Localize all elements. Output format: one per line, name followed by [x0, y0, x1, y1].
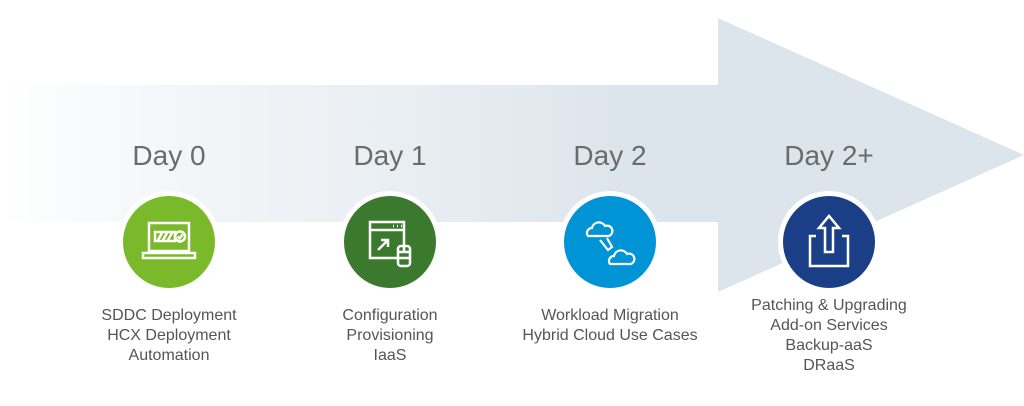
stage-day-1: Day 1 Configuration Provisioning IaaS — [270, 140, 510, 366]
cloud-migration-icon — [564, 196, 656, 288]
detail-line: Workload Migration — [541, 307, 679, 324]
window-database-icon — [344, 196, 436, 288]
stage-details: SDDC Deployment HCX Deployment Automatio… — [49, 306, 289, 366]
stage-day-2: Day 2 Workload Migration Hybrid Cloud Us… — [490, 140, 730, 346]
stage-details: Configuration Provisioning IaaS — [270, 306, 510, 366]
laptop-progress-icon — [123, 196, 215, 288]
detail-line: DRaaS — [803, 357, 855, 374]
stage-details: Workload Migration Hybrid Cloud Use Case… — [490, 306, 730, 346]
detail-line: HCX Deployment — [107, 327, 231, 344]
stage-day-label: Day 2 — [573, 140, 647, 171]
upload-icon — [783, 196, 875, 288]
stage-day-label: Day 1 — [353, 140, 427, 171]
detail-line: Automation — [128, 347, 210, 364]
stage-day-2-plus: Day 2+ Patching & Upgrading Add-on Servi… — [709, 140, 949, 376]
stage-day-0: Day 0 SDDC Deployment HCX Deployment Aut… — [49, 140, 289, 366]
detail-line: Patching & Upgrading — [751, 297, 907, 314]
detail-line: Hybrid Cloud Use Cases — [522, 327, 698, 344]
stage-details: Patching & Upgrading Add-on Services Bac… — [709, 296, 949, 376]
detail-line: SDDC Deployment — [101, 307, 237, 324]
detail-line: Configuration — [342, 307, 438, 324]
detail-line: IaaS — [373, 347, 407, 364]
detail-line: Backup-aaS — [785, 337, 873, 354]
detail-line: Add-on Services — [770, 317, 888, 334]
detail-line: Provisioning — [346, 327, 434, 344]
stage-day-label: Day 2+ — [784, 140, 874, 171]
stage-day-label: Day 0 — [132, 140, 206, 171]
